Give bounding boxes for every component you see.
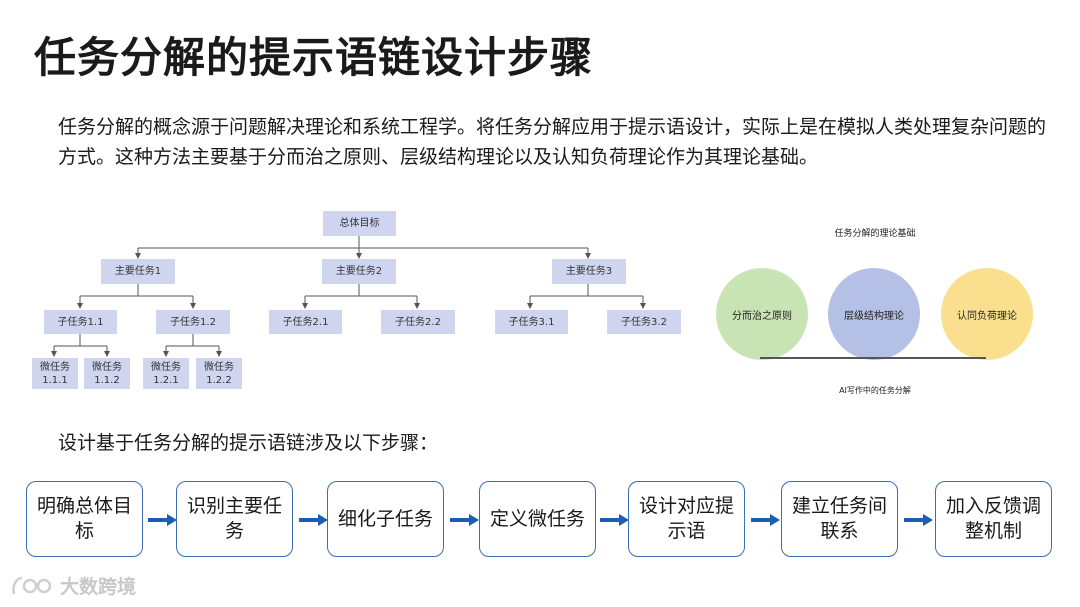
step-arrow-4 <box>600 514 630 526</box>
step-arrow-3 <box>450 514 480 526</box>
tree-node-micro-1-2-2: 微任务 1.2.2 <box>196 358 242 389</box>
tree-node-main-1: 主要任务1 <box>101 259 175 284</box>
tree-node-root: 总体目标 <box>323 211 396 236</box>
step-box-4: 定义微任务 <box>479 481 596 557</box>
theory-circle-divide-conquer: 分而治之原则 <box>716 268 808 360</box>
step-box-1: 明确总体目标 <box>26 481 143 557</box>
intro-paragraph: 任务分解的概念源于问题解决理论和系统工程学。将任务分解应用于提示语设计，实际上是… <box>58 116 1047 168</box>
theory-caption: AI写作中的任务分解 <box>839 386 911 395</box>
watermark: 大数跨境 <box>10 572 136 599</box>
step-arrow-5 <box>751 514 781 526</box>
tree-node-main-3: 主要任务3 <box>552 259 626 284</box>
step-box-2: 识别主要任务 <box>176 481 293 557</box>
step-arrow-1 <box>148 514 178 526</box>
tree-node-sub-1-1: 子任务1.1 <box>44 310 117 334</box>
theory-title: 任务分解的理论基础 <box>834 229 916 239</box>
watermark-logo-icon <box>12 576 52 594</box>
tree-node-sub-2-2: 子任务2.2 <box>381 310 455 334</box>
theory-circle-hierarchy: 层级结构理论 <box>828 268 920 360</box>
step-box-3: 细化子任务 <box>327 481 444 557</box>
page-title: 任务分解的提示语链设计步骤 <box>34 33 594 82</box>
step-box-7: 加入反馈调整机制 <box>935 481 1052 557</box>
tree-node-micro-1-1-1: 微任务 1.1.1 <box>32 358 78 389</box>
watermark-text: 大数跨境 <box>60 576 137 598</box>
theory-baseline <box>760 357 986 359</box>
tree-node-micro-1-2-1: 微任务 1.2.1 <box>143 358 189 389</box>
step-arrow-6 <box>904 514 934 526</box>
step-box-6: 建立任务间联系 <box>781 481 898 557</box>
step-arrow-2 <box>299 514 329 526</box>
tree-node-sub-3-2: 子任务3.2 <box>607 310 681 334</box>
tree-node-sub-1-2: 子任务1.2 <box>156 310 230 334</box>
theory-circle-cognitive-load: 认同负荷理论 <box>941 268 1033 360</box>
step-box-5: 设计对应提示语 <box>628 481 745 557</box>
tree-node-sub-3-1: 子任务3.1 <box>495 310 568 334</box>
tree-node-micro-1-1-2: 微任务 1.1.2 <box>84 358 130 389</box>
steps-intro: 设计基于任务分解的提示语链涉及以下步骤： <box>58 432 439 454</box>
tree-node-sub-2-1: 子任务2.1 <box>269 310 342 334</box>
tree-node-main-2: 主要任务2 <box>322 259 396 284</box>
